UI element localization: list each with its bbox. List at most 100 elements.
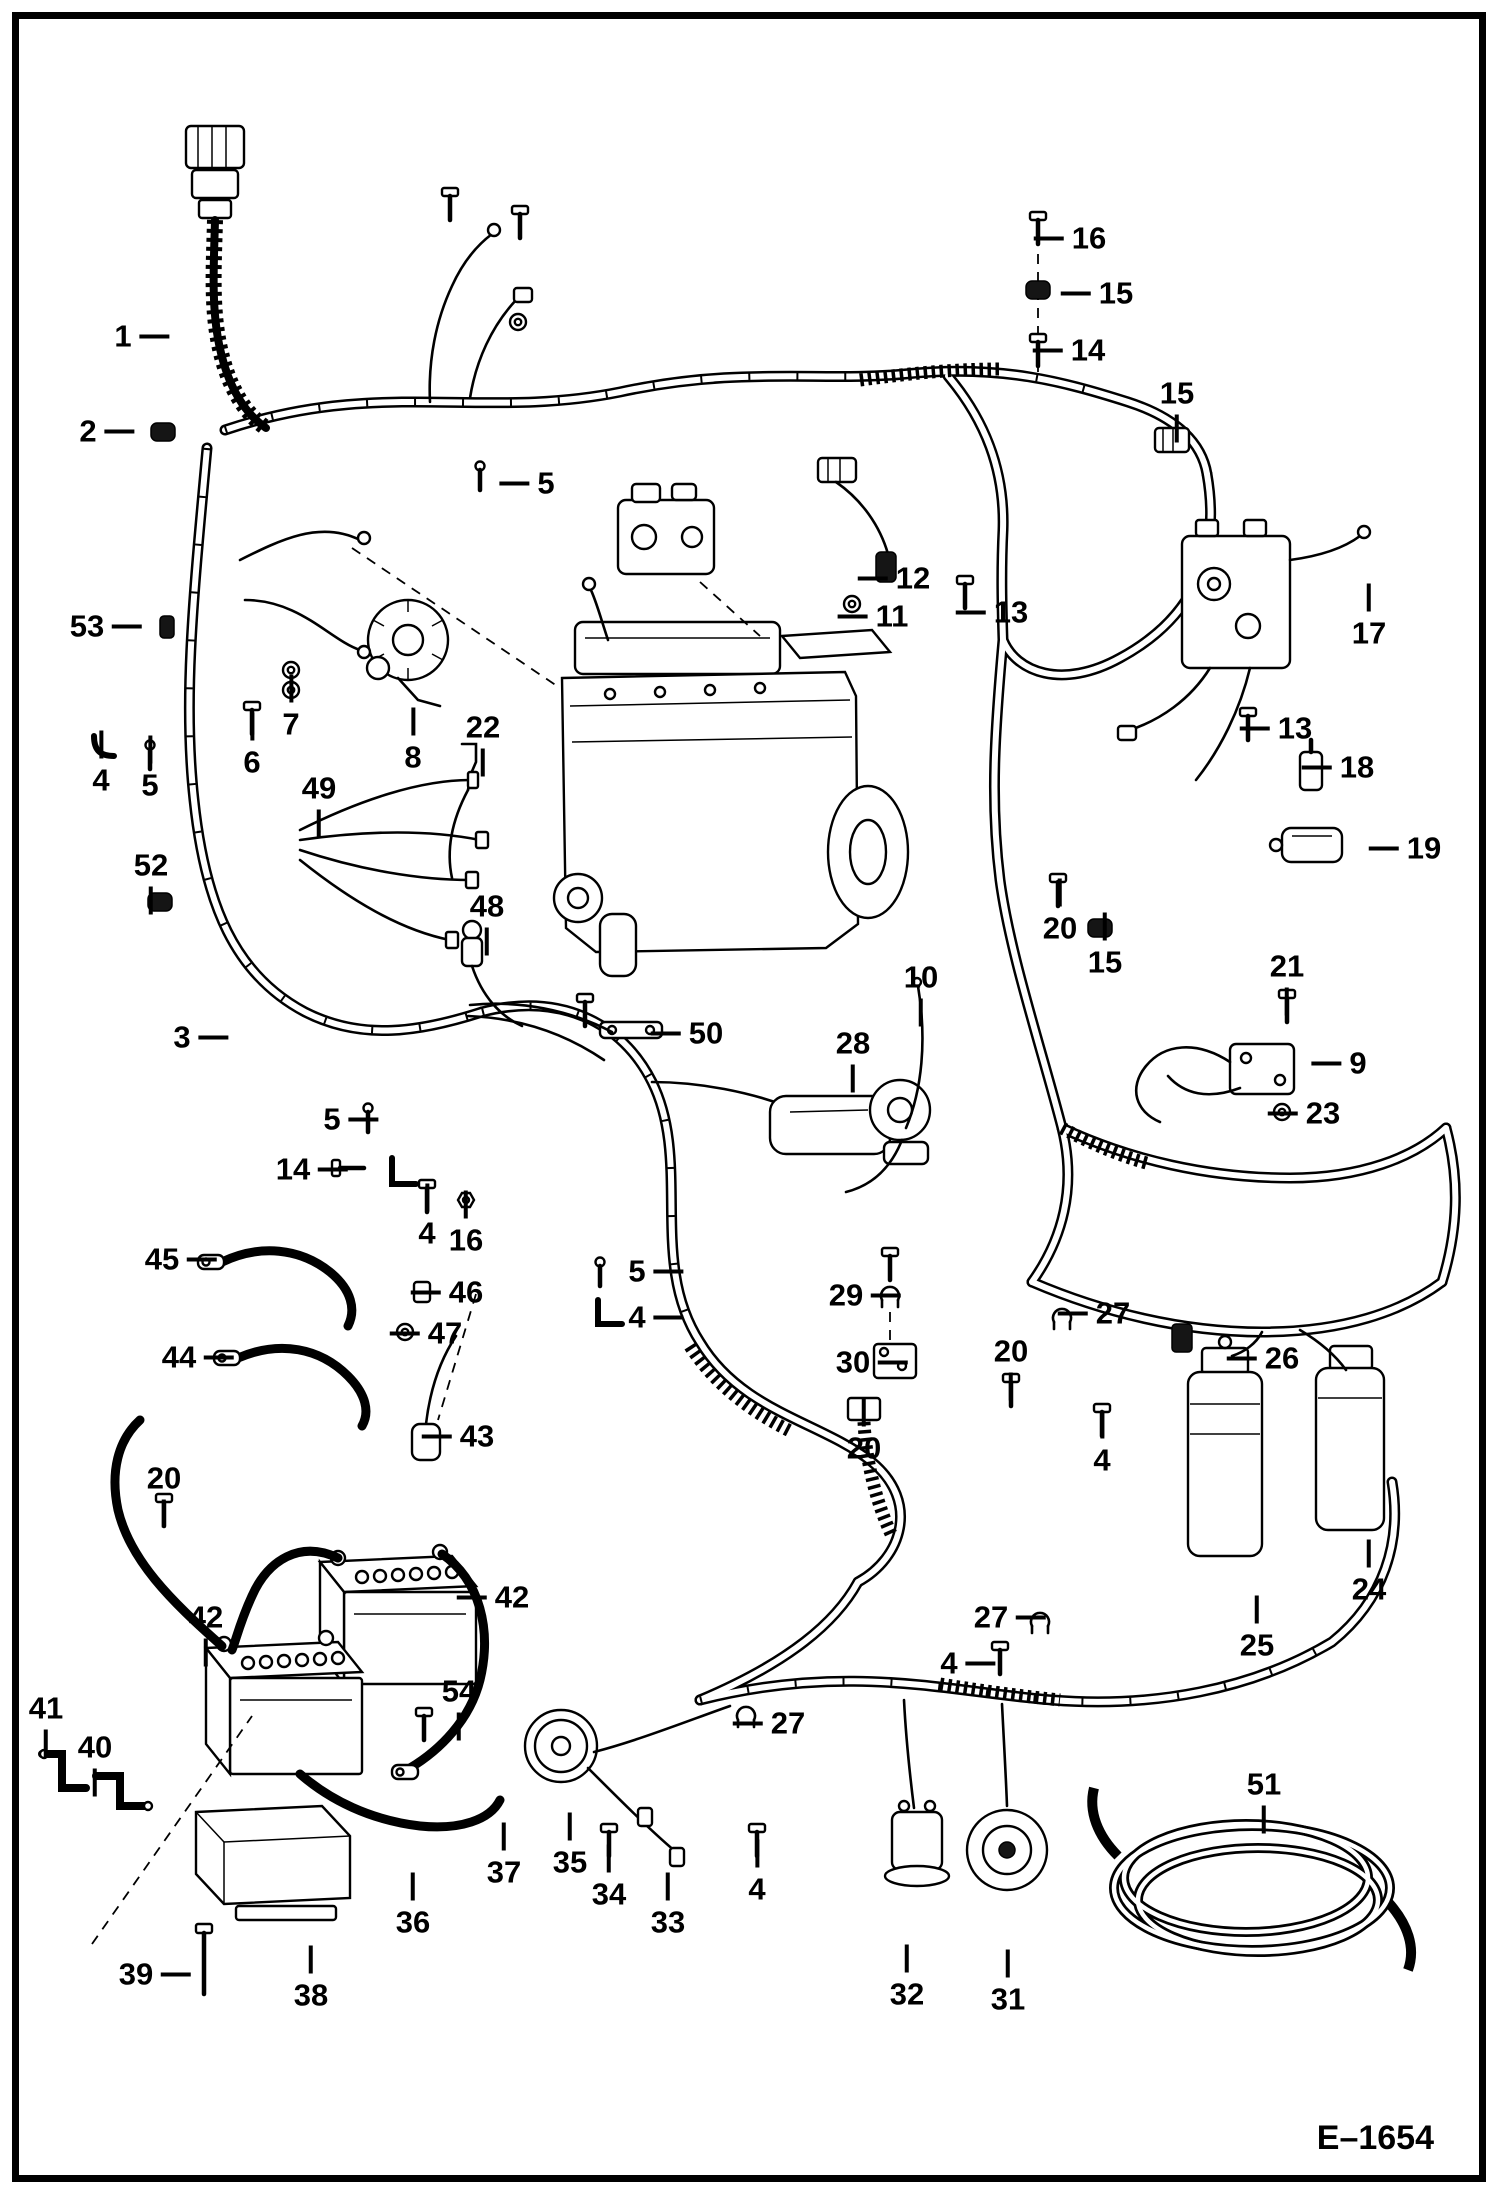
callout-18: 18 xyxy=(1301,752,1374,783)
callout-number: 28 xyxy=(835,1025,871,1061)
callout-leader-line xyxy=(1368,846,1399,850)
callout-leader-line xyxy=(389,1331,420,1335)
battery-illustration xyxy=(110,1415,505,1832)
callout-number: 27 xyxy=(1095,1295,1131,1331)
callout-leader-line xyxy=(99,730,103,759)
callout-leader-line xyxy=(425,1183,429,1212)
callout-number: 15 xyxy=(1098,275,1134,311)
callout-leader-line xyxy=(410,1872,415,1901)
callout-5: 5 xyxy=(141,735,159,803)
callout-50: 50 xyxy=(650,1018,723,1049)
callout-34: 34 xyxy=(592,1844,626,1910)
callout-leader-line xyxy=(499,481,530,485)
callout-number: 14 xyxy=(275,1151,311,1187)
callout-47: 47 xyxy=(389,1318,462,1349)
callout-17: 17 xyxy=(1352,583,1386,649)
callout-leader-line xyxy=(1311,1061,1342,1065)
callout-number: 16 xyxy=(1071,220,1107,256)
callout-number: 15 xyxy=(1087,944,1123,980)
callout-number: 20 xyxy=(993,1333,1029,1369)
callout-number: 38 xyxy=(293,1977,329,2013)
callout-12: 12 xyxy=(857,560,931,596)
alternator-illustration xyxy=(91,530,450,769)
callout-leader-line xyxy=(1032,348,1063,352)
callout-20: 20 xyxy=(1042,878,1078,946)
callout-3: 3 xyxy=(173,1022,229,1053)
callout-number: 4 xyxy=(940,1645,958,1681)
callout-number: 24 xyxy=(1351,1571,1387,1607)
callout-leader-line xyxy=(606,1844,611,1873)
callout-number: 4 xyxy=(748,1871,766,1907)
hydraulic-block-illustration xyxy=(1116,518,1372,782)
callout-number: 4 xyxy=(1093,1442,1111,1478)
right-fittings xyxy=(1050,708,1344,938)
callout-number: 12 xyxy=(895,560,931,596)
callout-leader-line xyxy=(501,1822,506,1851)
callout-leader-line xyxy=(289,674,293,703)
callout-leader-line xyxy=(1016,1615,1047,1619)
callout-1: 1 xyxy=(114,321,170,352)
callout-20: 20 xyxy=(846,1398,882,1466)
callout-number: 7 xyxy=(282,706,300,742)
callout-leader-line xyxy=(204,1355,235,1359)
callout-number: 10 xyxy=(903,959,939,995)
callout-number: 20 xyxy=(846,1430,882,1466)
callout-11: 11 xyxy=(837,598,909,634)
callout-32: 32 xyxy=(890,1944,924,2010)
callout-number: 49 xyxy=(301,770,337,806)
callout-7: 7 xyxy=(282,674,300,742)
callout-48: 48 xyxy=(470,891,504,956)
callout-number: 5 xyxy=(323,1101,341,1137)
callout-number: 23 xyxy=(1305,1095,1341,1131)
callout-number: 46 xyxy=(448,1274,484,1310)
callout-22: 22 xyxy=(466,712,500,777)
callout-leader-line xyxy=(161,1499,166,1528)
callout-leader-line xyxy=(463,1190,468,1219)
callout-13: 13 xyxy=(955,597,1028,628)
callout-leader-line xyxy=(1005,1949,1010,1978)
callout-number: 53 xyxy=(69,608,105,644)
callout-leader-line xyxy=(1100,1410,1104,1439)
callout-number: 27 xyxy=(973,1599,1009,1635)
callout-number: 2 xyxy=(79,413,97,449)
callout-leader-line xyxy=(308,1945,313,1974)
callout-leader-line xyxy=(1226,1356,1257,1360)
assembly-dash-lines xyxy=(91,547,891,1945)
callout-leader-line xyxy=(850,1064,855,1093)
callout-10: 10 xyxy=(903,959,939,1027)
callout-number: 5 xyxy=(141,767,159,803)
injection-pump-illustration xyxy=(616,482,716,576)
callout-leader-line xyxy=(421,1434,452,1438)
callout-number: 31 xyxy=(990,1981,1026,2017)
callout-number: 8 xyxy=(404,739,422,775)
callout-43: 43 xyxy=(421,1421,494,1452)
callout-leader-line xyxy=(653,1269,684,1273)
callout-leader-line xyxy=(1284,987,1289,1016)
callout-52: 52 xyxy=(134,850,168,915)
callout-number: 14 xyxy=(1070,332,1106,368)
battery-tray-illustration xyxy=(38,1748,352,1997)
loose-battery-cables xyxy=(196,1246,458,1462)
callout-14: 14 xyxy=(1032,332,1106,368)
callout-number: 27 xyxy=(770,1705,806,1741)
right-relay-bracket xyxy=(1134,990,1295,1124)
callout-leader-line xyxy=(1366,583,1371,612)
callout-leader-line xyxy=(148,735,152,764)
callout-41: 41 xyxy=(29,1693,63,1758)
callout-number: 26 xyxy=(1264,1340,1300,1376)
callout-23: 23 xyxy=(1267,1095,1341,1131)
callout-leader-line xyxy=(484,927,489,956)
callout-leader-line xyxy=(837,614,868,618)
callout-53: 53 xyxy=(69,608,143,644)
callout-number: 11 xyxy=(875,598,909,634)
callout-number: 35 xyxy=(552,1844,588,1880)
callout-number: 36 xyxy=(395,1904,431,1940)
callout-number: 20 xyxy=(1042,910,1078,946)
callout-30: 30 xyxy=(836,1347,909,1378)
callout-number: 4 xyxy=(418,1215,436,1251)
callout-38: 38 xyxy=(293,1945,329,2013)
callout-leader-line xyxy=(965,1661,996,1665)
callout-number: 42 xyxy=(494,1579,530,1615)
callout-number: 15 xyxy=(1159,375,1195,411)
callout-number: 13 xyxy=(1277,710,1313,746)
